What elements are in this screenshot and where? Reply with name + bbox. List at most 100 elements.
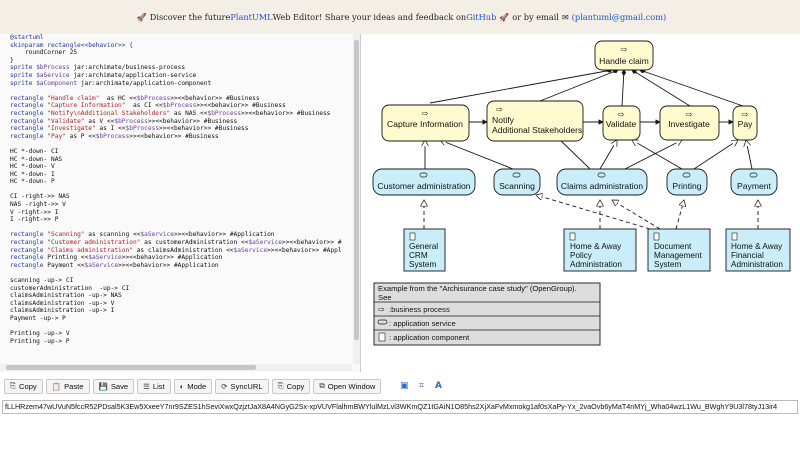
code-line[interactable]: rectangle "Claims administration" as cla… — [10, 247, 342, 255]
code-line[interactable]: customerAdministration -up-> CI — [10, 285, 342, 293]
code-token: $bProcess — [114, 117, 148, 125]
copy-button[interactable]: ⎘Copy — [4, 378, 43, 394]
code-token: >><<behavior>> #Business — [241, 109, 331, 117]
code-line[interactable]: @startuml — [10, 34, 342, 42]
code-line[interactable]: claimsAdministration -up-> I — [10, 307, 342, 315]
code-token: "Pay" — [47, 132, 66, 140]
code-token: $bProcess — [136, 94, 171, 102]
code-token: rectangle — [10, 94, 48, 102]
policy-admin-line3: Administration — [570, 260, 622, 269]
customer-administration-box — [372, 168, 476, 196]
code-token: "Investigate" — [47, 125, 96, 133]
editor-vertical-scroll-thumb[interactable] — [354, 40, 359, 340]
business-process-icon: ⇨ — [742, 110, 749, 119]
open-window-button[interactable]: ⧉Open Window — [313, 378, 382, 394]
code-line[interactable]: scanning -up-> CI — [10, 277, 342, 285]
code-line[interactable]: I -right->> P — [10, 216, 342, 224]
frame-icon[interactable]: ⌗ — [418, 381, 424, 391]
code-line[interactable]: rectangle "Handle claim" as HC <<$bProce… — [10, 95, 342, 103]
code-line[interactable]: roundCorner 25 — [10, 49, 342, 57]
code-token: >><<behavior>> #Business — [170, 94, 260, 102]
copy-url-button[interactable]: ⎘Copy — [271, 378, 311, 394]
text-format-icon[interactable]: A — [434, 381, 442, 391]
pay-label: Pay — [738, 119, 754, 129]
business-process-icon: ⇨ — [686, 110, 693, 119]
mode-button[interactable]: ◐Mode — [173, 378, 213, 394]
policy-admin-line1: Home & Away — [570, 242, 622, 251]
code-token: V -right->> I — [10, 208, 59, 216]
code-line[interactable]: } — [10, 57, 342, 65]
code-line[interactable]: HC *-down- I — [10, 171, 342, 179]
handle-claim-box — [594, 40, 654, 71]
code-line[interactable]: CI -right->> NAS — [10, 193, 342, 201]
code-line[interactable]: rectangle Printing <<$aService>><<behavi… — [10, 254, 342, 262]
copy-button-label: Copy — [19, 381, 37, 391]
code-line[interactable]: sprite $aComponent jar:archimate/applica… — [10, 80, 342, 88]
email-icon: ✉ — [561, 12, 569, 22]
banner-text-1: Discover the future — [149, 12, 231, 22]
code-token: rectangle — [10, 132, 48, 140]
code-token: HC *-down- P — [10, 178, 55, 186]
code-token: HC *-down- CI — [10, 147, 59, 155]
editor-horizontal-scroll-thumb[interactable] — [6, 365, 256, 370]
code-token: $bProcess — [207, 109, 241, 117]
code-line[interactable] — [10, 269, 342, 277]
copy-url-button-label: Copy — [286, 381, 305, 391]
code-line[interactable]: rectangle "Scanning" as scanning <<$aSer… — [10, 231, 342, 239]
github-link[interactable]: GitHub — [466, 12, 497, 22]
code-line[interactable]: NAS -right->> V — [10, 201, 342, 209]
code-line[interactable]: rectangle Payment <<$aService>><<behavio… — [10, 262, 342, 270]
email-link[interactable]: (plantuml@gmail.com) — [571, 12, 667, 22]
code-token: rectangle — [10, 239, 48, 247]
save-button[interactable]: 💾Save — [92, 378, 135, 394]
code-line[interactable]: HC *-down- V — [10, 163, 342, 171]
code-line[interactable]: Payment -up-> P — [10, 315, 342, 323]
banner-text-3: or by email — [512, 12, 559, 22]
code-line[interactable] — [10, 224, 342, 232]
code-line[interactable]: rectangle "Customer administration" as c… — [10, 239, 342, 247]
code-line[interactable] — [10, 140, 342, 148]
application-component-icon — [409, 232, 416, 241]
paste-button[interactable]: 📋Paste — [45, 378, 90, 394]
payment-label: Payment — [737, 181, 772, 191]
code-line[interactable] — [10, 87, 342, 95]
list-button[interactable]: ☰List — [137, 378, 171, 394]
code-line[interactable]: claimsAdministration -up-> V — [10, 300, 342, 308]
code-line[interactable]: rectangle "Investigate" as I <<$bProcess… — [10, 125, 342, 133]
syncurl-button[interactable]: ⟳SyncURL — [215, 378, 269, 394]
code-line[interactable]: rectangle "Validate" as V <<$bProcess>><… — [10, 118, 342, 126]
plantuml-link[interactable]: PlantUML — [230, 12, 273, 22]
code-token: } — [10, 56, 14, 64]
code-line[interactable]: V -right->> I — [10, 209, 342, 217]
code-line[interactable]: sprite $aService jar:archimate/applicati… — [10, 72, 342, 80]
code-line[interactable]: skinparam rectangle<<behavior>> { — [10, 42, 342, 50]
code-token: $bProcess — [36, 64, 70, 72]
code-line[interactable]: HC *-down- NAS — [10, 156, 342, 164]
code-line[interactable]: sprite $bProcess jar:archimate/business-… — [10, 64, 342, 72]
code-line[interactable]: HC *-down- CI — [10, 148, 342, 156]
encoded-url-field[interactable]: fLLHRzem47wUVuN5fccR52PDsal5K3Ew5XxeeY7n… — [2, 400, 798, 414]
document-mgmt-line2: Management — [654, 251, 703, 260]
image-export-icon[interactable]: ▣ — [400, 381, 409, 391]
code-line[interactable]: claimsAdministration -up-> NAS — [10, 292, 342, 300]
code-token: CI -right->> NAS — [10, 193, 70, 201]
list-icon: ☰ — [143, 381, 150, 391]
financial-admin-line1: Home & Away — [731, 242, 783, 251]
code-line[interactable]: Printing -up-> P — [10, 338, 342, 346]
code-token: sprite — [10, 71, 37, 79]
code-line[interactable]: HC *-down- P — [10, 178, 342, 186]
code-line[interactable]: rectangle "Capture Information" as CI <<… — [10, 102, 342, 110]
notify-label-line1: Notify — [492, 115, 515, 125]
code-line[interactable]: Printing -up-> V — [10, 330, 342, 338]
code-line[interactable]: rectangle "Pay" as P <<$bProcess>><<beha… — [10, 133, 342, 141]
code-line[interactable]: rectangle "Notify\nAdditional Stakeholde… — [10, 110, 342, 118]
code-token: as HC << — [99, 94, 137, 102]
code-line[interactable] — [10, 323, 342, 331]
code-line[interactable] — [10, 186, 342, 194]
code-token: >><<behavior>> # — [281, 239, 342, 247]
business-process-icon: ⇨ — [496, 105, 503, 114]
copy-icon: ⎘ — [277, 381, 284, 390]
application-service-icon — [682, 172, 691, 178]
